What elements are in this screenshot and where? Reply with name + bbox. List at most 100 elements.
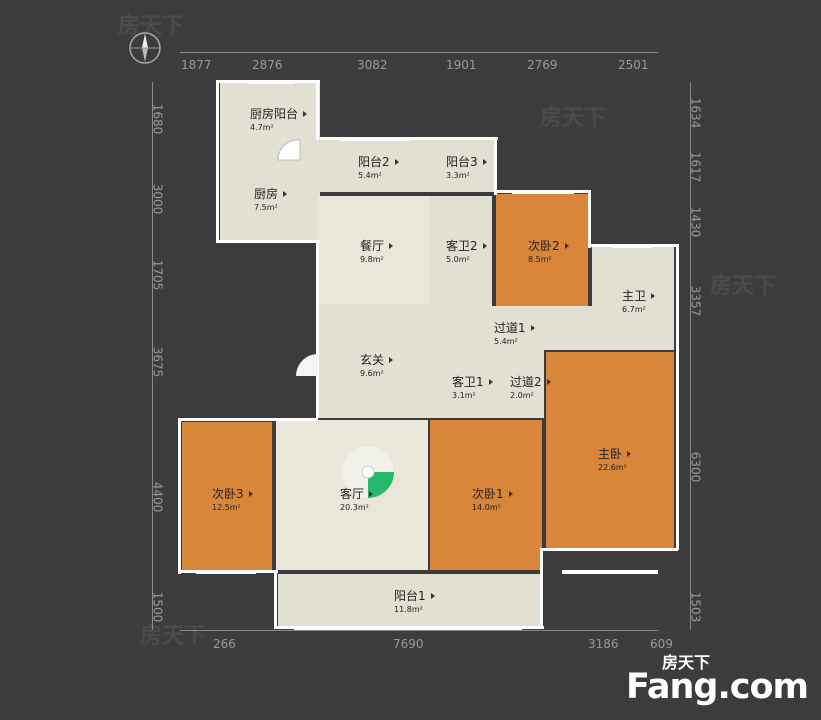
wall-segment bbox=[588, 190, 591, 248]
room-name: 主卫 bbox=[622, 289, 655, 303]
watermark: 房天下 bbox=[540, 106, 607, 131]
dim-top-5: 2769 bbox=[527, 58, 558, 72]
room-name: 厨房 bbox=[254, 187, 287, 201]
kitchen-door-icon bbox=[276, 138, 302, 162]
label-master-bed[interactable]: 主卧 22.6m² bbox=[598, 444, 631, 473]
room-name: 过道2 bbox=[510, 375, 551, 389]
label-master-bath[interactable]: 主卫 6.7m² bbox=[622, 286, 655, 315]
room-area: 3.1m² bbox=[452, 391, 476, 401]
room-name: 客卫1 bbox=[452, 375, 493, 389]
dim-bottom-1: 266 bbox=[213, 637, 236, 651]
window bbox=[196, 570, 256, 574]
label-second-bed2[interactable]: 次卧2 8.5m² bbox=[528, 236, 569, 265]
room-name: 阳台3 bbox=[446, 155, 487, 169]
right-dim-line bbox=[690, 82, 691, 630]
label-second-bed3[interactable]: 次卧3 12.5m² bbox=[212, 484, 253, 513]
door-swing-icon bbox=[296, 354, 318, 376]
brand-logo-cn: 房天下 bbox=[662, 653, 711, 672]
room-area: 2.0m² bbox=[510, 391, 534, 401]
dim-left-5: 4400 bbox=[150, 481, 165, 513]
room-area: 5.4m² bbox=[494, 337, 518, 347]
viewpoint-marker-icon bbox=[342, 446, 394, 498]
room-name: 餐厅 bbox=[360, 239, 393, 253]
wall-segment bbox=[178, 418, 318, 421]
label-second-bed1[interactable]: 次卧1 14.0m² bbox=[472, 484, 513, 513]
wall-segment bbox=[494, 137, 497, 195]
room-area: 7.5m² bbox=[254, 203, 278, 213]
bottom-dim-line bbox=[180, 630, 658, 631]
label-guest-bath2[interactable]: 客卫2 5.0m² bbox=[446, 236, 487, 265]
label-entrance[interactable]: 玄关 9.6m² bbox=[360, 350, 393, 379]
label-balcony1[interactable]: 阳台1 11.8m² bbox=[394, 586, 435, 615]
label-living[interactable]: 客厅 20.3m² bbox=[340, 484, 373, 513]
dim-left-3: 1705 bbox=[150, 259, 165, 291]
room-area: 20.3m² bbox=[340, 503, 369, 513]
room-name: 过道1 bbox=[494, 321, 535, 335]
room-area: 11.8m² bbox=[394, 605, 423, 615]
room-area: 6.7m² bbox=[622, 305, 646, 315]
room-name: 次卧3 bbox=[212, 487, 253, 501]
label-dining[interactable]: 餐厅 9.8m² bbox=[360, 236, 393, 265]
label-hallway2[interactable]: 过道2 2.0m² bbox=[510, 372, 551, 401]
dim-top-6: 2501 bbox=[618, 58, 649, 72]
dim-left-1: 1680 bbox=[150, 103, 165, 135]
wall-segment bbox=[274, 570, 277, 628]
room-name: 阳台1 bbox=[394, 589, 435, 603]
brand-logo: Fang.com bbox=[626, 667, 809, 707]
room-area: 8.5m² bbox=[528, 255, 552, 265]
room-area: 4.7m² bbox=[250, 123, 274, 133]
room-area: 9.8m² bbox=[360, 255, 384, 265]
dim-bottom-2: 7690 bbox=[393, 637, 424, 651]
room-area: 9.6m² bbox=[360, 369, 384, 379]
label-kitchen[interactable]: 厨房 7.5m² bbox=[254, 184, 287, 213]
dim-right-4: 3357 bbox=[688, 285, 703, 317]
left-dim-line bbox=[152, 82, 153, 630]
room-area: 22.6m² bbox=[598, 463, 627, 473]
window bbox=[512, 190, 574, 194]
wall-segment bbox=[216, 80, 219, 242]
dim-top-2: 2876 bbox=[252, 58, 283, 72]
watermark: 房天下 bbox=[140, 624, 207, 649]
dim-right-5: 6300 bbox=[688, 451, 703, 483]
dim-top-3: 3082 bbox=[357, 58, 388, 72]
compass-icon bbox=[129, 32, 161, 64]
dim-top-4: 1901 bbox=[446, 58, 477, 72]
wall-segment bbox=[316, 240, 319, 418]
watermark: 房天下 bbox=[710, 274, 777, 299]
room-name: 阳台2 bbox=[358, 155, 399, 169]
dim-left-2: 3000 bbox=[150, 183, 165, 215]
room-name: 客卫2 bbox=[446, 239, 487, 253]
room-area: 3.3m² bbox=[446, 171, 470, 181]
dim-right-6: 1503 bbox=[688, 591, 703, 623]
label-hallway1[interactable]: 过道1 5.4m² bbox=[494, 318, 535, 347]
dim-right-2: 1617 bbox=[688, 151, 703, 183]
dim-bottom-3: 3186 bbox=[588, 637, 619, 651]
dim-top-1: 1877 bbox=[181, 58, 212, 72]
room-area: 5.0m² bbox=[446, 255, 470, 265]
label-balcony2[interactable]: 阳台2 5.4m² bbox=[358, 152, 399, 181]
wall-segment bbox=[540, 550, 543, 628]
label-balcony3[interactable]: 阳台3 3.3m² bbox=[446, 152, 487, 181]
label-guest-bath1[interactable]: 客卫1 3.1m² bbox=[452, 372, 493, 401]
wall-segment bbox=[216, 240, 320, 243]
wall-segment bbox=[676, 244, 679, 550]
top-dim-line bbox=[180, 52, 658, 53]
window bbox=[294, 626, 522, 630]
window bbox=[612, 244, 652, 248]
dim-left-4: 3675 bbox=[150, 346, 165, 378]
window bbox=[562, 570, 658, 574]
room-name: 客厅 bbox=[340, 487, 373, 501]
room-name: 次卧2 bbox=[528, 239, 569, 253]
wall-segment bbox=[178, 418, 181, 574]
room-name: 厨房阳台 bbox=[250, 107, 307, 121]
room-area: 5.4m² bbox=[358, 171, 382, 181]
wall-segment bbox=[316, 80, 319, 140]
dim-right-3: 1430 bbox=[688, 206, 703, 238]
room-area: 14.0m² bbox=[472, 503, 501, 513]
room-area: 12.5m² bbox=[212, 503, 241, 513]
dim-right-1: 1634 bbox=[688, 97, 703, 129]
label-kitchen-balcony[interactable]: 厨房阳台 4.7m² bbox=[250, 104, 307, 133]
window bbox=[340, 137, 410, 141]
wall-segment bbox=[540, 548, 678, 551]
room-name: 玄关 bbox=[360, 353, 393, 367]
